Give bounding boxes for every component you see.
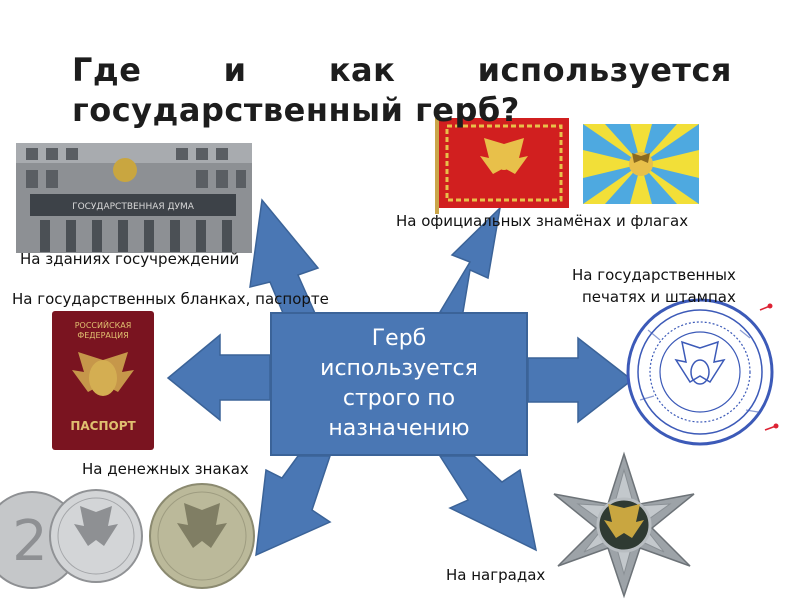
- title-word-1: Где: [72, 51, 142, 89]
- air-force-flag-image: [583, 124, 699, 204]
- label-money: На денежных знаках: [82, 460, 249, 478]
- label-blanks: На государственных бланках, паспорте: [12, 290, 329, 308]
- red-banner-image: [435, 118, 569, 214]
- svg-text:2: 2: [12, 509, 48, 574]
- title-word-4: используется: [477, 51, 732, 89]
- label-awards: На наградах: [446, 566, 546, 584]
- title-word-3: как: [328, 51, 396, 89]
- page-title: Где и как используется государственный г…: [72, 50, 732, 130]
- label-flags: На официальных знамёнах и флагах: [396, 212, 689, 230]
- center-box: Герб используется строго по назначению: [270, 312, 528, 456]
- arrow-to-money: [255, 455, 332, 557]
- center-line-3: строго по: [342, 386, 456, 411]
- label-buildings: На зданиях госучреждений: [20, 250, 240, 268]
- arrow-to-awards: [438, 455, 538, 552]
- center-line-4: назначению: [328, 416, 470, 441]
- label-seals-line1: На государственных: [572, 266, 736, 284]
- title-word-2: и: [223, 51, 247, 89]
- passport-image: РОССИЙСКАЯ ФЕДЕРАЦИЯ ПАСПОРТ: [52, 311, 154, 450]
- center-line-2: используется: [320, 356, 478, 381]
- order-star-image: [553, 451, 695, 599]
- official-seal-image: [626, 298, 779, 446]
- label-seals-line2: печатях и штампах: [582, 288, 736, 306]
- arrows: [166, 198, 634, 557]
- duma-building-image: ГОСУДАРСТВЕННАЯ ДУМА: [16, 143, 252, 253]
- arrow-to-flags: [438, 205, 502, 319]
- arrow-to-blanks: [166, 333, 271, 422]
- arrow-to-seals: [527, 336, 634, 424]
- arrow-to-buildings: [249, 198, 320, 331]
- passport-top-line2: ФЕДЕРАЦИЯ: [77, 331, 128, 340]
- passport-top-line1: РОССИЙСКАЯ: [75, 319, 132, 330]
- title-line-2: государственный герб?: [72, 91, 520, 129]
- center-line-1: Герб: [371, 326, 427, 351]
- coins-image: 2: [0, 483, 255, 589]
- building-sign-text: ГОСУДАРСТВЕННАЯ ДУМА: [72, 202, 195, 212]
- passport-bottom-text: ПАСПОРТ: [70, 419, 136, 433]
